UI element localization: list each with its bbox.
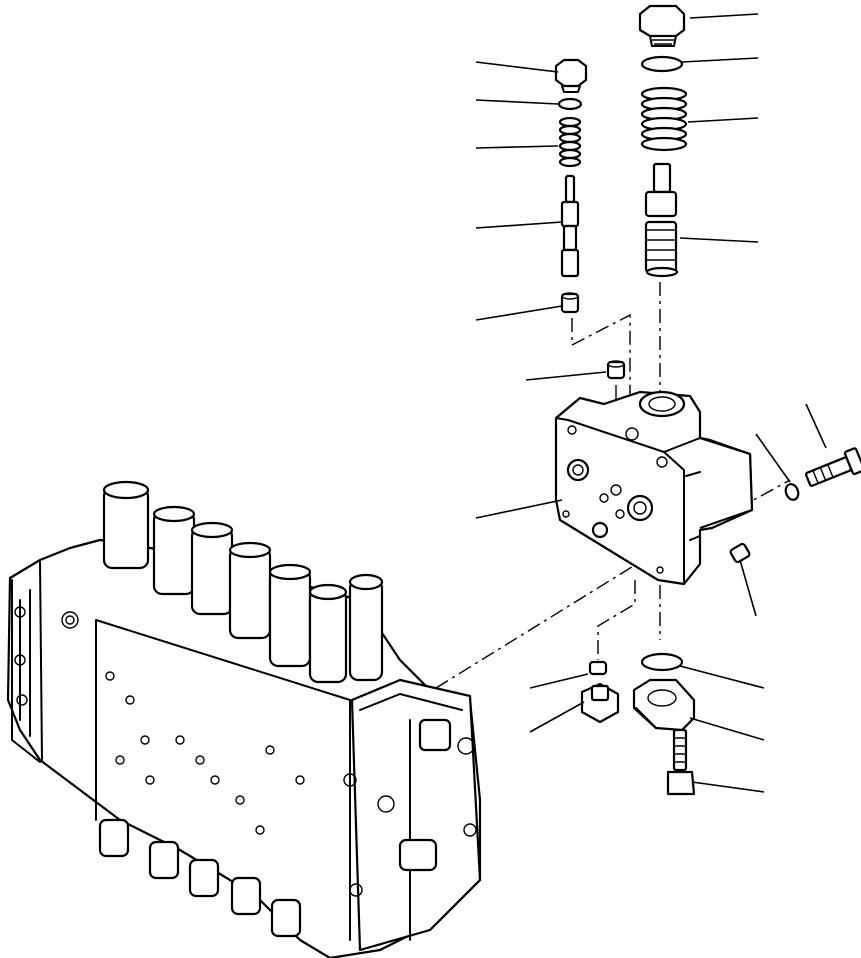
leader-lines bbox=[475, 13, 827, 793]
fitting bbox=[729, 542, 751, 564]
spring-large bbox=[640, 86, 688, 152]
leader-plug-cap bbox=[475, 305, 563, 321]
leader-oring-small bbox=[475, 99, 559, 105]
leader-flange bbox=[689, 717, 765, 741]
washer bbox=[784, 483, 800, 501]
bottom-caps bbox=[98, 818, 302, 938]
plug-large bbox=[638, 4, 686, 47]
leader-washer bbox=[755, 433, 791, 483]
plug-small bbox=[554, 58, 588, 93]
section-valve bbox=[554, 390, 754, 586]
leader-spring-large bbox=[687, 117, 759, 123]
valve-block-left-plate bbox=[11, 561, 43, 763]
leader-spring-small bbox=[475, 145, 559, 149]
leader-bolt bbox=[805, 403, 827, 449]
leader-plug-top-right bbox=[689, 13, 759, 19]
leader-oring-top-right bbox=[681, 57, 759, 63]
leader-fitting bbox=[739, 559, 757, 617]
solenoid-box bbox=[699, 436, 754, 530]
leader-oring-bottom bbox=[679, 665, 765, 689]
leader-valve-body bbox=[475, 499, 563, 519]
valve-block-ports bbox=[14, 606, 305, 835]
bottom-hardware bbox=[580, 652, 696, 796]
seal-small bbox=[588, 660, 608, 676]
top-port bbox=[638, 390, 686, 418]
oring-large bbox=[640, 55, 684, 73]
spool-large bbox=[644, 162, 679, 278]
screw-plug bbox=[606, 360, 626, 380]
flange-bolt bbox=[666, 728, 696, 796]
leader-flange-bolt bbox=[691, 781, 765, 793]
leader-plug-small bbox=[475, 61, 559, 73]
spool-small bbox=[560, 174, 580, 278]
leader-spool-small bbox=[475, 221, 563, 229]
bolt bbox=[805, 447, 861, 487]
leader-screw-plug bbox=[525, 371, 607, 381]
small-relief-stack bbox=[554, 58, 626, 380]
spring-small bbox=[558, 116, 582, 168]
plug-cap bbox=[560, 292, 580, 314]
valve-block-end-plate bbox=[350, 678, 482, 952]
leader-plug-bottom bbox=[529, 701, 585, 733]
valve-block-front-face bbox=[95, 619, 351, 941]
leader-seal-small bbox=[529, 673, 589, 689]
flange bbox=[632, 678, 696, 732]
side-hardware bbox=[729, 447, 861, 564]
oring-bottom bbox=[640, 652, 684, 672]
control-valve-assembly bbox=[6, 480, 482, 958]
oring-small bbox=[557, 97, 583, 111]
leader-spool-large bbox=[679, 237, 759, 243]
large-relief-stack bbox=[638, 4, 688, 278]
plug-bottom bbox=[580, 682, 620, 724]
spool-caps bbox=[102, 480, 384, 684]
